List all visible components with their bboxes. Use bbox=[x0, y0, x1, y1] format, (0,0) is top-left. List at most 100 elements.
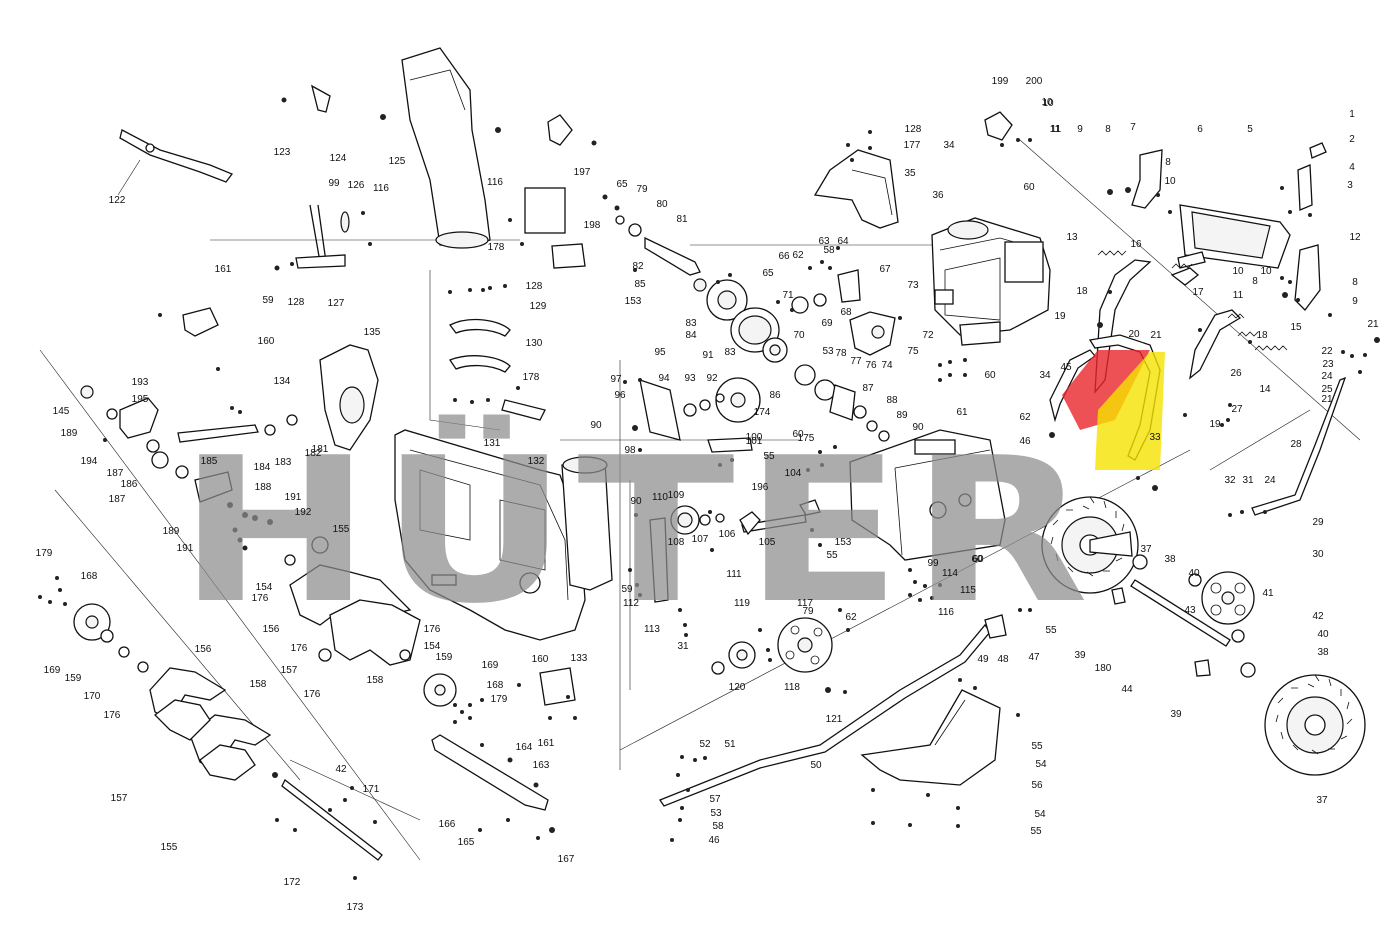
part-number-label: 60 bbox=[984, 370, 996, 381]
left-wheel bbox=[1041, 496, 1139, 594]
part-number-label: 116 bbox=[938, 607, 954, 618]
part-number-label: 193 bbox=[132, 377, 149, 388]
part-number-label: 87 bbox=[862, 383, 874, 394]
part-number-label: 68 bbox=[840, 307, 852, 318]
part-number-label: 115 bbox=[960, 585, 976, 596]
part-number-label: 40 bbox=[1188, 568, 1200, 579]
part-number-label: 61 bbox=[956, 407, 968, 418]
part-number-label: 161 bbox=[538, 738, 555, 749]
part-number-label: 8 bbox=[1352, 277, 1358, 288]
part-number-label: 76 bbox=[865, 360, 877, 371]
part-number-label: 24 bbox=[1321, 371, 1333, 382]
part-number-label: 62 bbox=[1019, 412, 1031, 423]
discharge-chute bbox=[311, 47, 586, 269]
part-number-label: 112 bbox=[623, 598, 639, 609]
part-number-label: 97 bbox=[610, 374, 622, 385]
part-number-label: 47 bbox=[1028, 652, 1040, 663]
auger-hub bbox=[73, 603, 457, 707]
part-number-label: 39 bbox=[1170, 709, 1182, 720]
part-number-label: 176 bbox=[104, 710, 121, 721]
part-number-label: 62 bbox=[845, 612, 857, 623]
part-number-label: 10 bbox=[1232, 266, 1244, 277]
part-number-label: 52 bbox=[699, 739, 711, 750]
part-number-label: 14 bbox=[1259, 384, 1271, 395]
part-number-label: 60 bbox=[971, 554, 983, 565]
part-number-label: 45 bbox=[1060, 362, 1072, 373]
part-number-label: 128 bbox=[288, 297, 305, 308]
part-number-label: 19 bbox=[1054, 311, 1066, 322]
part-number-label: 84 bbox=[685, 330, 697, 341]
part-number-label: 38 bbox=[1164, 554, 1176, 565]
drive-pulleys bbox=[615, 215, 890, 453]
part-number-label: 195 bbox=[132, 394, 149, 405]
part-number-label: 124 bbox=[330, 153, 347, 164]
part-number-label: 176 bbox=[291, 643, 308, 654]
part-number-label: 18 bbox=[1256, 330, 1268, 341]
part-number-label: 48 bbox=[997, 654, 1009, 665]
part-number-label: 79 bbox=[802, 606, 814, 617]
part-number-label: 164 bbox=[516, 742, 533, 753]
part-number-label: 119 bbox=[734, 598, 750, 609]
impeller bbox=[319, 344, 379, 451]
part-number-label: 40 bbox=[1317, 629, 1329, 640]
part-number-label: 79 bbox=[636, 184, 648, 195]
part-number-label: 11 bbox=[1051, 124, 1062, 135]
part-number-label: 101 bbox=[746, 436, 763, 447]
part-number-label: 6 bbox=[1197, 124, 1203, 135]
part-number-label: 114 bbox=[942, 568, 958, 579]
part-number-label: 82 bbox=[632, 261, 644, 272]
part-number-label: 105 bbox=[759, 537, 776, 548]
part-number-label: 28 bbox=[1290, 439, 1302, 450]
part-number-label: 127 bbox=[328, 298, 345, 309]
part-number-label: 8 bbox=[1105, 124, 1111, 135]
part-number-label: 9 bbox=[1077, 124, 1083, 135]
part-number-label: 96 bbox=[614, 390, 626, 401]
part-number-label: 74 bbox=[881, 360, 893, 371]
part-number-label: 116 bbox=[373, 183, 389, 194]
part-number-label: 4 bbox=[1349, 162, 1355, 173]
part-number-label: 158 bbox=[250, 679, 267, 690]
part-number-label: 130 bbox=[526, 338, 543, 349]
watermark-red-accent bbox=[1062, 350, 1150, 430]
part-number-label: 90 bbox=[590, 420, 602, 431]
part-number-label: 88 bbox=[886, 395, 898, 406]
part-number-label: 185 bbox=[201, 456, 218, 467]
part-number-label: 41 bbox=[1262, 588, 1274, 599]
part-number-label: 181 bbox=[312, 444, 329, 455]
part-number-label: 168 bbox=[487, 680, 504, 691]
part-number-label: 55 bbox=[1031, 741, 1043, 752]
right-wheel bbox=[1264, 674, 1366, 776]
part-number-label: 23 bbox=[1322, 359, 1334, 370]
part-number-label: 171 bbox=[363, 784, 380, 795]
part-number-label: 65 bbox=[762, 268, 774, 279]
part-number-label: 128 bbox=[526, 281, 543, 292]
part-number-label: 175 bbox=[798, 433, 815, 444]
part-number-label: 98 bbox=[624, 445, 636, 456]
part-number-label: 176 bbox=[252, 593, 269, 604]
auger-flights bbox=[149, 536, 421, 781]
watermark-text: HÜTER bbox=[178, 414, 1098, 648]
part-number-label: 80 bbox=[656, 199, 668, 210]
part-number-label: 58 bbox=[712, 821, 724, 832]
part-number-label: 10 bbox=[1164, 176, 1176, 187]
part-number-label: 31 bbox=[677, 641, 689, 652]
part-number-label: 160 bbox=[258, 336, 275, 347]
watermark-yellow-accent bbox=[1095, 352, 1165, 470]
part-number-label: 169 bbox=[482, 660, 499, 671]
part-number-label: 85 bbox=[634, 279, 646, 290]
scraper-bar bbox=[281, 734, 549, 861]
part-number-label: 174 bbox=[754, 407, 771, 418]
callout-labels: 1243567889101011101011812891316171518181… bbox=[36, 76, 1379, 913]
dash-panel bbox=[1179, 204, 1291, 269]
part-number-label: 60 bbox=[972, 554, 984, 565]
part-number-label: 86 bbox=[769, 390, 781, 401]
part-number-label: 160 bbox=[532, 654, 549, 665]
part-number-label: 118 bbox=[784, 682, 800, 693]
wheel-sprocket bbox=[1201, 571, 1255, 625]
part-number-label: 55 bbox=[1030, 826, 1042, 837]
part-number-label: 154 bbox=[256, 582, 273, 593]
part-number-label: 15 bbox=[1290, 322, 1302, 333]
part-number-label: 197 bbox=[574, 167, 591, 178]
part-number-label: 75 bbox=[907, 346, 919, 357]
shift-linkage bbox=[649, 499, 821, 603]
